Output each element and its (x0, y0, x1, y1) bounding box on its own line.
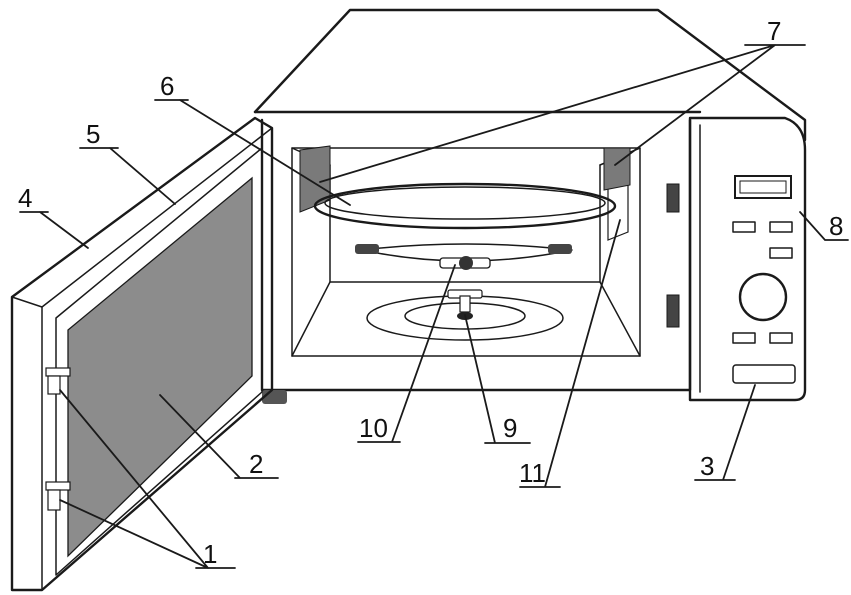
button-stop-clear[interactable] (769, 332, 793, 344)
glass-tray (313, 182, 617, 230)
callout-6: 6 (160, 71, 174, 101)
callout-8: 8 (829, 211, 843, 241)
door-latch-upper (45, 367, 71, 395)
control-panel (688, 116, 807, 402)
door-release-button[interactable] (732, 364, 796, 384)
callout-5: 5 (86, 119, 100, 149)
button-defrost[interactable] (769, 247, 793, 259)
callout-4: 4 (18, 183, 32, 213)
button-kitchen-timer[interactable] (769, 221, 793, 233)
latch-slot-upper (666, 183, 680, 213)
leader-lines (19, 44, 849, 569)
turntable-ring (355, 243, 573, 270)
callout-labels: 1 2 3 4 5 6 7 8 9 10 11 (18, 16, 843, 569)
callout-11: 11 (519, 458, 546, 488)
callout-1: 1 (203, 539, 217, 569)
button-power[interactable] (732, 332, 756, 344)
vent-grille-left (299, 145, 331, 213)
vent-grille-right (603, 147, 631, 191)
callout-7: 7 (767, 16, 781, 46)
oven-door (10, 116, 274, 592)
callout-3: 3 (700, 451, 714, 481)
callout-9: 9 (503, 413, 517, 443)
callout-2: 2 (249, 449, 263, 479)
control-dial[interactable] (738, 272, 788, 322)
button-auto-cook[interactable] (732, 221, 756, 233)
door-window (67, 176, 253, 558)
callout-10: 10 (359, 413, 388, 443)
latch-slot-lower (666, 294, 680, 328)
door-latch-lower (45, 481, 71, 511)
microwave-body (253, 8, 807, 404)
